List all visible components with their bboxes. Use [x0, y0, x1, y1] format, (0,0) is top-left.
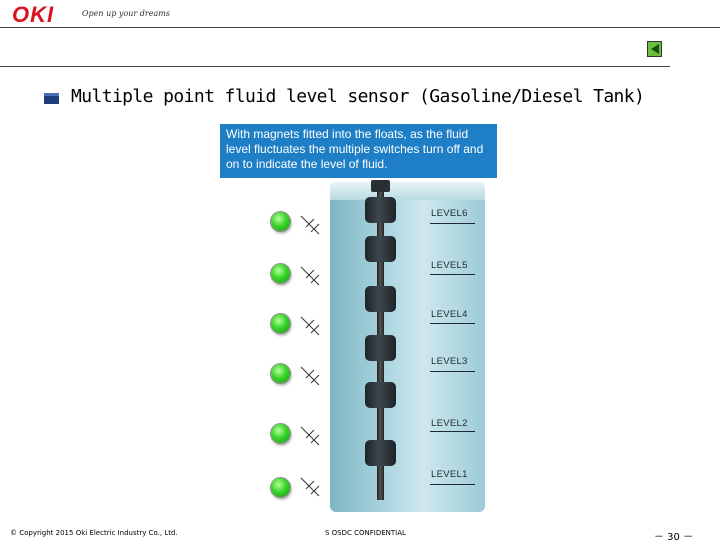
copyright-text: © Copyright 2015 Oki Electric Industry C… — [10, 529, 178, 537]
header: OKI Open up your dreams — [0, 0, 720, 28]
level-line-2 — [430, 431, 475, 432]
level-label-2: LEVEL2 — [431, 418, 468, 429]
level-line-4 — [430, 323, 475, 324]
level-label-1: LEVEL1 — [431, 469, 468, 480]
description-callout: With magnets fitted into the floats, as … — [220, 124, 497, 178]
float-level-5 — [365, 236, 396, 262]
indicator-lamp-4 — [271, 314, 290, 333]
level-line-6 — [430, 223, 475, 224]
fluid-surface — [330, 182, 485, 200]
page-number: － 30 － — [654, 532, 694, 543]
fuel-tank-illustration — [330, 182, 485, 512]
reed-switch-icon — [300, 266, 320, 286]
indicator-lamp-2 — [271, 424, 290, 443]
title-bullet-icon — [44, 93, 59, 104]
level-label-5: LEVEL5 — [431, 260, 468, 271]
reed-switch-icon — [300, 366, 320, 386]
oki-logo: OKI — [12, 2, 55, 27]
reed-switch-icon — [300, 477, 320, 497]
page-title: Multiple point fluid level sensor (Gasol… — [71, 86, 645, 107]
confidential-label: S OSDC CONFIDENTIAL — [325, 529, 406, 537]
sensor-cap — [371, 180, 390, 192]
level-label-6: LEVEL6 — [431, 208, 468, 219]
level-line-1 — [430, 484, 475, 485]
float-level-4 — [365, 286, 396, 312]
reed-switch-icon — [300, 215, 320, 235]
level-line-5 — [430, 274, 475, 275]
back-button[interactable] — [647, 41, 662, 57]
float-level-2 — [365, 382, 396, 408]
indicator-lamp-1 — [271, 478, 290, 497]
indicator-lamp-3 — [271, 364, 290, 383]
logo-tagline: Open up your dreams — [82, 9, 170, 18]
indicator-lamp-5 — [271, 264, 290, 283]
reed-switch-icon — [300, 316, 320, 336]
level-line-3 — [430, 371, 475, 372]
float-level-3 — [365, 335, 396, 361]
header-divider — [0, 27, 720, 28]
title-divider — [0, 66, 670, 67]
float-level-6 — [365, 197, 396, 223]
level-label-4: LEVEL4 — [431, 309, 468, 320]
level-label-3: LEVEL3 — [431, 356, 468, 367]
reed-switch-icon — [300, 426, 320, 446]
float-level-1 — [365, 440, 396, 466]
indicator-lamp-6 — [271, 212, 290, 231]
